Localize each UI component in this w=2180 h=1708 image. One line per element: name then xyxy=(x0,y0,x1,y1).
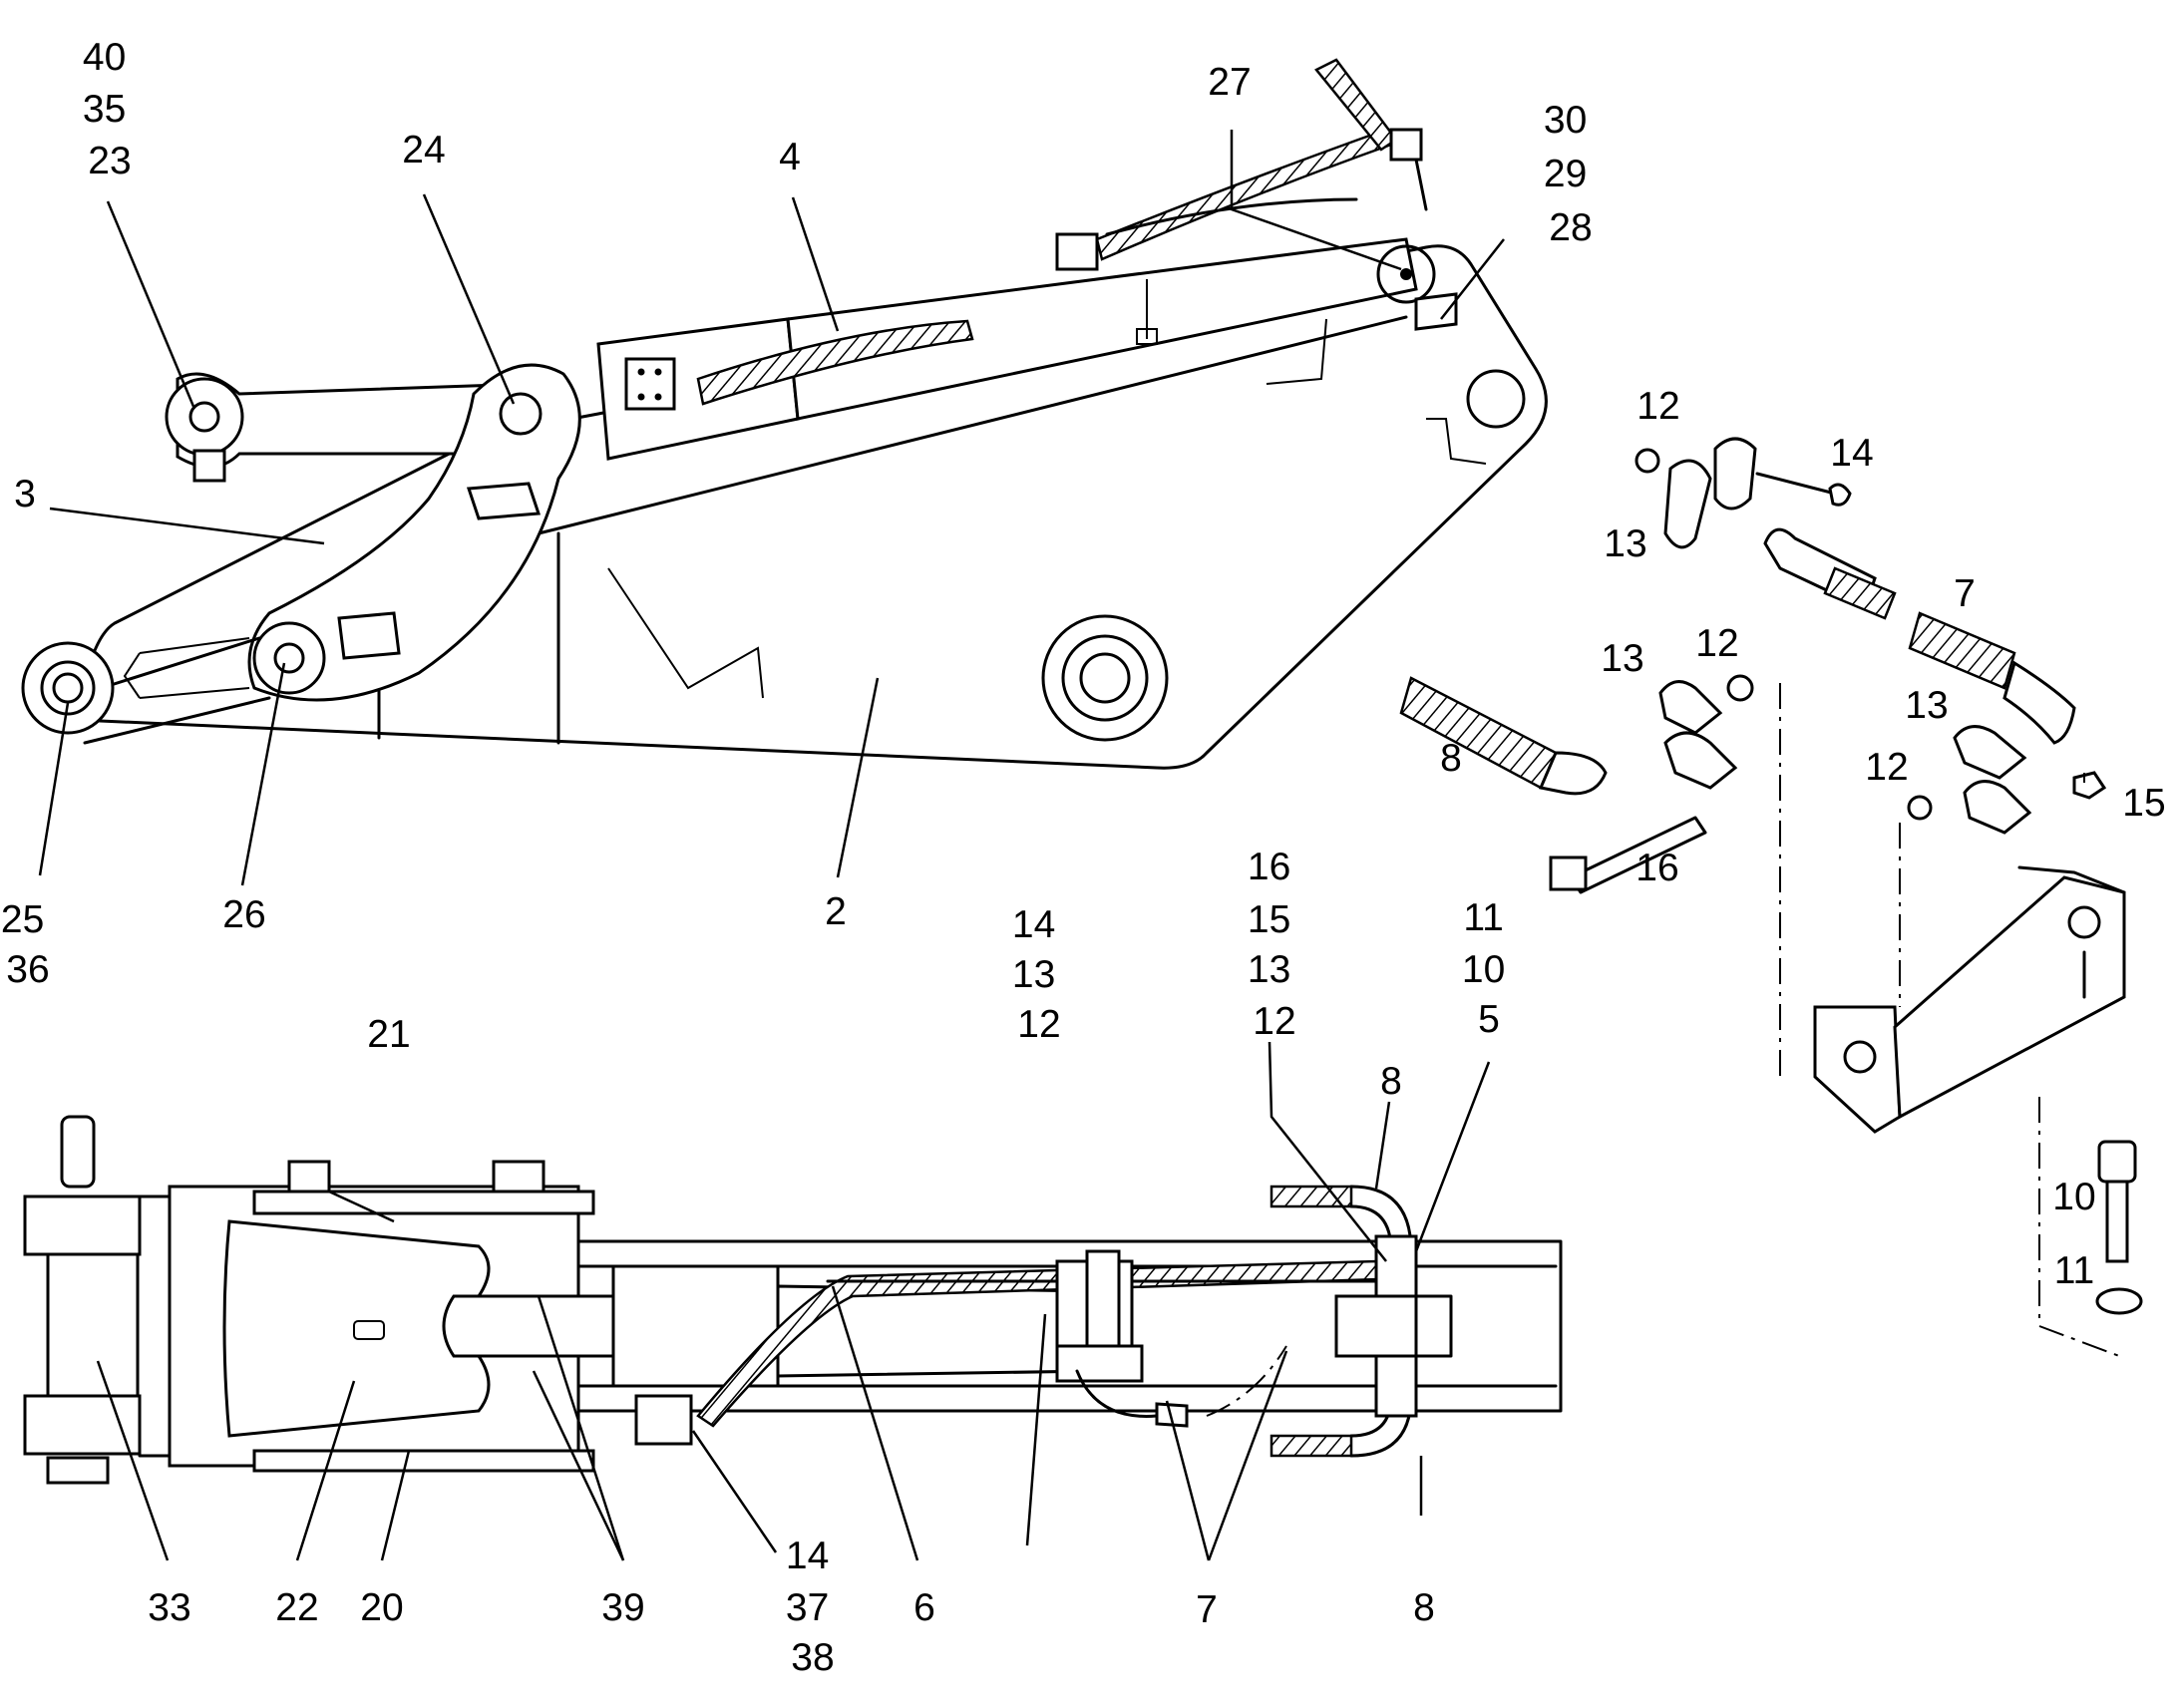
callout-13-a: 13 xyxy=(1604,522,1646,565)
callout-7-a: 7 xyxy=(1954,572,1976,615)
callout-16-a: 16 xyxy=(1635,847,1678,889)
callout-labels: 40 35 23 24 4 27 30 29 28 3 25 36 26 2 xyxy=(1,36,2166,1679)
callout-12-a: 12 xyxy=(1636,385,1679,428)
callout-13-b: 13 xyxy=(1601,637,1643,680)
boom-body xyxy=(76,244,1548,770)
callout-11-10-5: 11 10 5 xyxy=(1462,896,1516,1041)
callout-27: 27 xyxy=(1208,61,1251,104)
side-view xyxy=(21,58,1548,770)
callout-8-c: 8 xyxy=(1413,1586,1435,1629)
callout-30-29-28: 30 29 28 xyxy=(1544,99,1598,249)
callout-2: 2 xyxy=(825,890,847,933)
callout-39: 39 xyxy=(601,1586,644,1629)
callout-8-b: 8 xyxy=(1380,1060,1402,1103)
callout-25-36: 25 36 xyxy=(1,898,55,991)
callout-10: 10 xyxy=(2052,1176,2095,1218)
mounting-bracket xyxy=(1813,1005,1902,1134)
callout-16-15-13-12: 16 15 13 12 xyxy=(1248,846,1301,1043)
callout-4: 4 xyxy=(779,136,801,178)
callout-13-c: 13 xyxy=(1905,684,1948,727)
callout-22: 22 xyxy=(275,1586,318,1629)
callout-14-13-12: 14 13 12 xyxy=(1012,903,1066,1046)
callout-20: 20 xyxy=(360,1586,403,1629)
callout-8-a: 8 xyxy=(1440,737,1462,780)
callout-14-a: 14 xyxy=(1830,432,1873,475)
callout-24: 24 xyxy=(402,129,445,171)
callout-40-35-23: 40 35 23 xyxy=(83,36,137,182)
callout-11: 11 xyxy=(2054,1249,2095,1292)
callout-21: 21 xyxy=(367,1013,410,1056)
plan-view xyxy=(23,1115,1563,1485)
callout-12-b: 12 xyxy=(1695,622,1738,665)
callout-33: 33 xyxy=(148,1586,190,1629)
callout-26: 26 xyxy=(222,893,265,936)
callout-12-c: 12 xyxy=(1865,746,1908,789)
callout-7-b: 7 xyxy=(1196,1588,1218,1631)
hydraulic-cylinder xyxy=(596,237,1418,461)
callout-14-37-38: 14 37 38 xyxy=(786,1535,840,1679)
callout-3: 3 xyxy=(14,473,36,515)
callout-6: 6 xyxy=(913,1586,935,1629)
leader-lines xyxy=(38,130,1505,1561)
exploded-fittings xyxy=(1399,437,2143,1357)
callout-15-a: 15 xyxy=(2122,782,2165,825)
bent-lever xyxy=(247,363,581,702)
